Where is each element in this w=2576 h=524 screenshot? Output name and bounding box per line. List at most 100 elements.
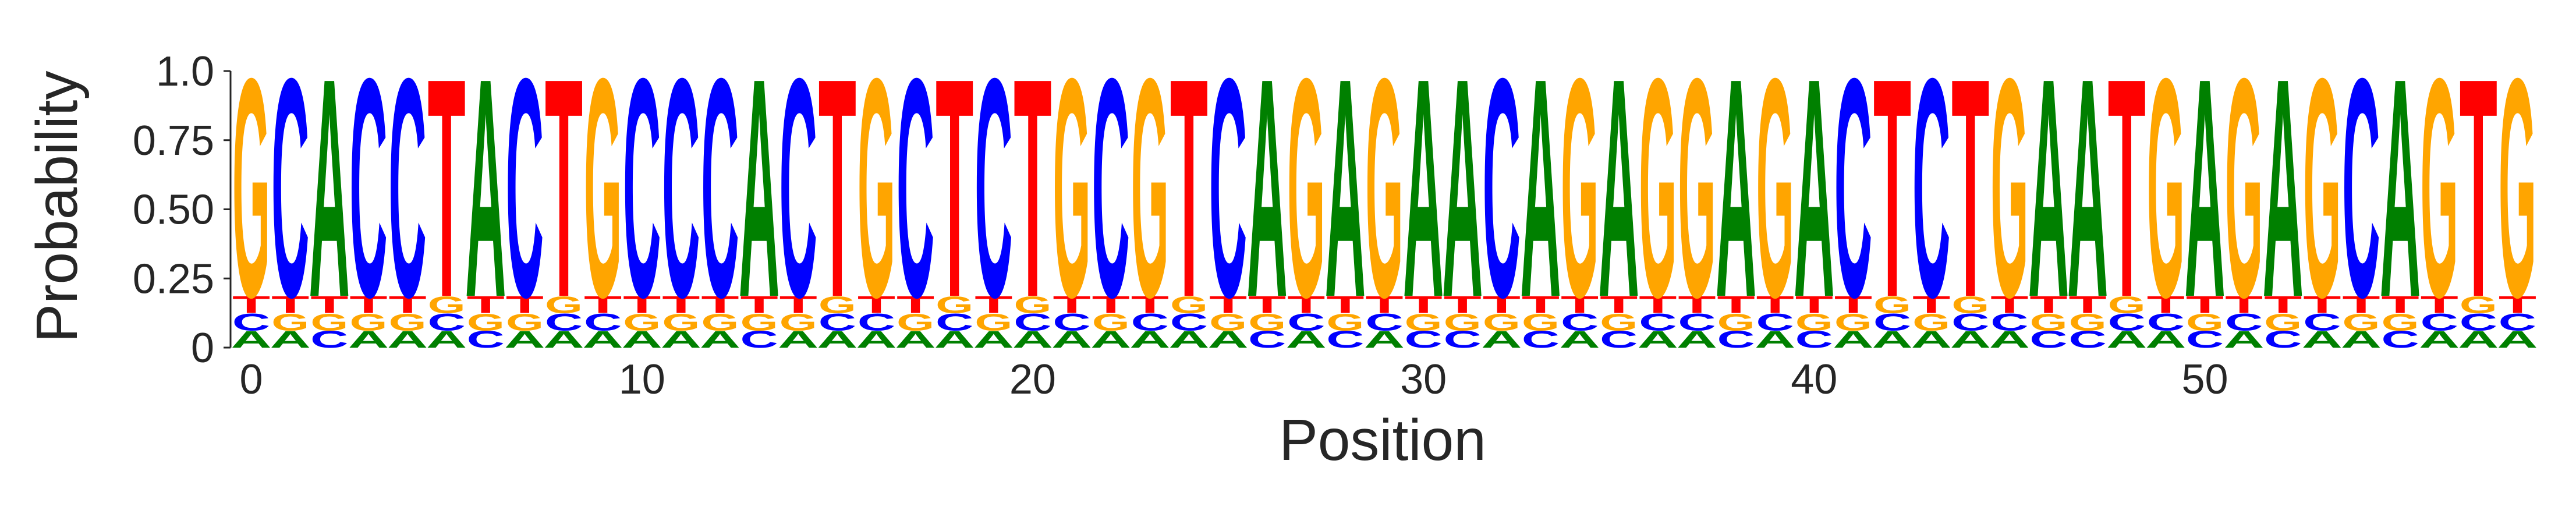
logo-letter-c-pos-56-minor: C (2421, 309, 2458, 335)
logo-letter-t-pos-4-minor: T (388, 292, 426, 318)
logo-letter-c-pos-12-major: C (701, 14, 739, 362)
logo-letter-g-pos-26-minor: G (1248, 309, 1286, 335)
logo-letter-g-pos-11-minor: G (662, 309, 700, 335)
x-tick-label: 10 (619, 356, 665, 403)
logo-letter-a-pos-48-minor: A (2106, 325, 2147, 352)
logo-letter-t-pos-33-minor: T (1522, 292, 1560, 318)
logo-letter-c-pos-40-minor: C (1795, 325, 1833, 352)
y-tick-label: 1.0 (156, 48, 214, 95)
logo-letter-a-pos-2-major: A (309, 13, 350, 362)
logo-letter-c-pos-53-minor: C (2303, 309, 2341, 335)
logo-letter-t-pos-53-minor: T (2303, 292, 2341, 318)
y-ticks: 00.250.500.751.0 (133, 48, 231, 371)
logo-letter-a-pos-32-minor: A (1481, 325, 1522, 352)
logo-letter-c-pos-9-minor: C (584, 309, 622, 335)
logo-letter-a-pos-0-minor: A (231, 325, 271, 352)
logo-letter-c-pos-51-minor: C (2225, 309, 2263, 335)
logo-letter-g-pos-41-minor: G (1834, 309, 1872, 335)
logo-letter-c-pos-16-minor: C (858, 309, 895, 335)
logo-letter-c-pos-33-minor: C (1522, 325, 1560, 352)
logo-letter-g-pos-12-minor: G (701, 309, 739, 335)
logo-letter-t-pos-40-minor: T (1795, 292, 1833, 318)
logo-letter-t-pos-54-minor: T (2342, 292, 2380, 318)
logo-letter-c-pos-14-major: C (779, 14, 817, 362)
logo-letter-a-pos-42-minor: A (1872, 325, 1912, 352)
logo-letter-t-pos-47-minor: T (2069, 292, 2107, 318)
logo-letter-c-pos-27-minor: C (1287, 309, 1325, 335)
logo-letter-a-pos-45-minor: A (1989, 325, 2030, 352)
logo-letter-g-pos-50-minor: G (2186, 309, 2224, 335)
logo-letter-t-pos-46-minor: T (2029, 292, 2067, 318)
logo-letter-a-pos-44-minor: A (1950, 325, 1991, 352)
logo-letter-a-pos-31-major: A (1442, 13, 1483, 362)
logo-letter-g-pos-18-minor: G (936, 291, 973, 318)
logo-letter-t-pos-37-minor: T (1678, 292, 1716, 318)
logo-letter-t-pos-26-minor: T (1248, 292, 1286, 318)
logo-letter-a-pos-14-minor: A (778, 325, 818, 352)
logo-letter-g-pos-1-minor: G (271, 309, 309, 335)
logo-letter-t-pos-35-minor: T (1600, 292, 1638, 318)
logo-letter-a-pos-19-minor: A (973, 325, 1014, 352)
logo-letter-g-pos-24-minor: G (1170, 291, 1208, 318)
logo-letter-c-pos-0-minor: C (232, 309, 270, 335)
logo-letter-c-pos-46-minor: C (2029, 325, 2067, 352)
logo-letter-t-pos-23-minor: T (1131, 292, 1169, 318)
logo-letter-g-pos-52-minor: G (2264, 309, 2302, 335)
logo-letter-a-pos-28-major: A (1325, 13, 1366, 362)
logo-letter-g-pos-46-minor: G (2030, 309, 2068, 335)
logo-letter-a-pos-13-major: A (739, 13, 779, 362)
logo-letter-g-pos-8-minor: G (545, 291, 583, 318)
logo-letter-t-pos-19-minor: T (975, 292, 1012, 318)
logo-letter-a-pos-3-minor: A (348, 325, 389, 352)
logo-letter-t-pos-17-minor: T (897, 292, 934, 318)
logo-letter-t-pos-8-major: T (545, 13, 583, 362)
logo-letter-g-pos-31-minor: G (1444, 309, 1482, 335)
logo-letter-g-pos-33-minor: G (1522, 309, 1560, 335)
logo-letter-t-pos-41-minor: T (1834, 292, 1872, 318)
logo-letter-c-pos-57-minor: C (2460, 309, 2497, 335)
logo-letter-a-pos-43-minor: A (1911, 325, 1952, 352)
logo-letter-a-pos-11-minor: A (661, 325, 701, 352)
logo-letter-t-pos-7-minor: T (506, 292, 544, 318)
x-axis-label: Position (1279, 408, 1486, 473)
logo-letter-t-pos-2-minor: T (310, 292, 348, 318)
logo-letter-c-pos-5-minor: C (428, 309, 466, 335)
logo-letter-g-pos-0-major: G (232, 14, 270, 362)
logo-letter-a-pos-26-major: A (1247, 13, 1288, 362)
logo-letter-c-pos-24-minor: C (1170, 309, 1208, 335)
logo-letter-g-pos-21-major: G (1053, 14, 1091, 362)
logo-letter-g-pos-45-major: G (1990, 14, 2028, 362)
logo-letter-a-pos-21-minor: A (1051, 325, 1092, 352)
logo-letter-c-pos-25-major: C (1209, 14, 1247, 362)
logo-letter-c-pos-2-minor: C (310, 325, 348, 352)
logo-letter-a-pos-20-minor: A (1012, 325, 1053, 352)
logo-letter-t-pos-25-minor: T (1209, 292, 1247, 318)
logo-letter-c-pos-50-minor: C (2186, 325, 2224, 352)
logo-letter-a-pos-4-minor: A (387, 325, 428, 352)
logo-letter-c-pos-55-minor: C (2381, 325, 2419, 352)
logo-letter-g-pos-9-major: G (584, 14, 622, 362)
logo-letter-t-pos-12-minor: T (701, 292, 739, 318)
logo-letter-t-pos-13-minor: T (740, 292, 778, 318)
logo-letter-t-pos-51-minor: T (2225, 292, 2263, 318)
logo-letter-c-pos-26-minor: C (1248, 325, 1286, 352)
logo-letter-a-pos-24-minor: A (1168, 325, 1209, 352)
logo-letter-t-pos-16-minor: T (858, 292, 895, 318)
logo-letter-g-pos-7-minor: G (506, 309, 544, 335)
logo-letter-c-pos-44-minor: C (1951, 309, 1989, 335)
logo-letter-g-pos-36-major: G (1639, 14, 1677, 362)
logo-letter-g-pos-44-minor: G (1951, 291, 1989, 318)
logo-letter-g-pos-40-minor: G (1795, 309, 1833, 335)
logo-letter-g-pos-3-minor: G (349, 309, 387, 335)
y-tick-label: 0.50 (133, 187, 214, 233)
logo-letter-g-pos-38-minor: G (1717, 309, 1755, 335)
logo-letter-c-pos-43-major: C (1912, 14, 1950, 362)
logo-letter-t-pos-30-minor: T (1405, 292, 1443, 318)
logo-letter-c-pos-48-minor: C (2108, 309, 2146, 335)
logo-letter-a-pos-50-major: A (2184, 13, 2225, 362)
y-axis-label: Probability (24, 71, 90, 343)
logo-letter-t-pos-15-major: T (818, 13, 856, 362)
logo-letter-c-pos-23-minor: C (1131, 309, 1169, 335)
logo-letter-g-pos-10-minor: G (623, 309, 661, 335)
